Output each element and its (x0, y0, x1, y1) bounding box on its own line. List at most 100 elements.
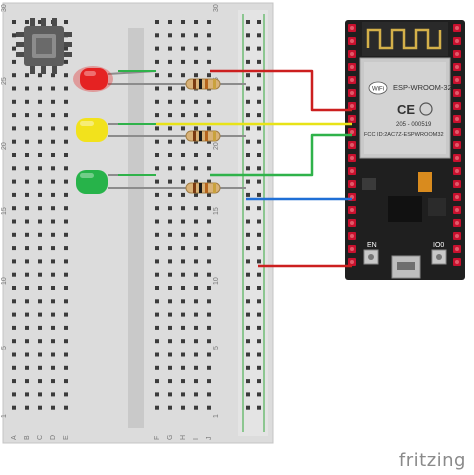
rail-hole (257, 405, 261, 410)
module-name: ESP-WROOM-32 (393, 83, 452, 92)
rail-hole (246, 405, 250, 410)
breadboard-hole (51, 219, 55, 224)
breadboard-hole (51, 339, 55, 344)
breadboard-hole (181, 126, 185, 131)
breadboard-hole (64, 99, 68, 104)
header-pin-hole (350, 182, 354, 186)
breadboard-hole (207, 192, 211, 197)
rail-hole (257, 113, 261, 118)
column-letter-label: F (154, 436, 161, 440)
breadboard-hole (38, 405, 42, 410)
breadboard-hole (207, 179, 211, 184)
row-number-label: 25 (1, 77, 8, 85)
breadboard-hole (25, 73, 29, 78)
breadboard-hole (51, 299, 55, 304)
breadboard-hole (51, 179, 55, 184)
rail-hole (257, 179, 261, 184)
rail-hole (257, 232, 261, 237)
column-letter-label: C (37, 435, 44, 440)
breadboard-hole (51, 259, 55, 264)
rail-hole (246, 86, 250, 91)
header-pin-hole (350, 208, 354, 212)
row-number-label: 20 (1, 142, 8, 150)
breadboard-hole (12, 379, 16, 384)
rail-hole (246, 99, 250, 104)
breadboard-hole (12, 166, 16, 171)
header-pin-hole (350, 260, 354, 264)
breadboard-hole (25, 299, 29, 304)
breadboard-hole (194, 405, 198, 410)
rail-hole (257, 46, 261, 51)
breadboard-hole (12, 325, 16, 330)
breadboard-hole (194, 312, 198, 317)
header-pin-hole (350, 130, 354, 134)
breadboard-hole (181, 113, 185, 118)
row-number-label: 15 (1, 207, 8, 215)
header-pin-hole (455, 65, 459, 69)
breadboard-hole (194, 126, 198, 131)
breadboard-hole (38, 339, 42, 344)
row-number-label: 10 (213, 277, 220, 285)
rail-hole (257, 286, 261, 290)
breadboard-hole (38, 365, 42, 370)
header-pin-hole (350, 52, 354, 56)
breadboard-hole (168, 246, 172, 251)
rail-hole (257, 365, 261, 370)
rail-hole (246, 153, 250, 157)
header-pin-hole (455, 52, 459, 56)
breadboard-hole (51, 192, 55, 197)
rail-hole (257, 259, 261, 264)
header-pin-hole (455, 143, 459, 147)
breadboard-hole (12, 365, 16, 370)
breadboard-hole (64, 325, 68, 330)
header-pin-hole (455, 156, 459, 160)
column-letter-label: H (180, 435, 187, 440)
breadboard-hole (168, 86, 172, 91)
breadboard-hole (51, 153, 55, 157)
regulator-chip (428, 198, 446, 216)
breadboard-hole (168, 166, 172, 171)
breadboard-hole (51, 99, 55, 104)
breadboard-hole (194, 73, 198, 78)
breadboard-hole (51, 272, 55, 277)
breadboard-hole (51, 166, 55, 171)
breadboard-hole (64, 246, 68, 251)
rail-hole (246, 299, 250, 304)
rail-hole (246, 59, 250, 64)
rail-hole (246, 113, 250, 118)
breadboard-hole (25, 339, 29, 344)
breadboard-hole (207, 405, 211, 410)
breadboard-hole (168, 139, 172, 144)
breadboard-hole (168, 219, 172, 224)
breadboard-hole (181, 206, 185, 211)
breadboard-hole (38, 20, 42, 24)
breadboard-hole (12, 139, 16, 144)
column-letter-label: E (63, 435, 70, 440)
breadboard-hole (64, 139, 68, 144)
rail-hole (257, 153, 261, 157)
breadboard-hole (194, 365, 198, 370)
breadboard-hole (207, 272, 211, 277)
breadboard-hole (181, 20, 185, 24)
breadboard-hole (194, 99, 198, 104)
breadboard-hole (181, 392, 185, 397)
breadboard-hole (181, 246, 185, 251)
breadboard-hole (51, 379, 55, 384)
breadboard-hole (155, 232, 159, 237)
breadboard-hole (51, 312, 55, 317)
resistor-3 (185, 182, 246, 194)
rail-hole (257, 59, 261, 64)
breadboard-hole (168, 272, 172, 277)
wifi-badge-icon (368, 81, 388, 95)
breadboard-hole (168, 113, 172, 118)
breadboard-hole (64, 219, 68, 224)
breadboard-hole (155, 113, 159, 118)
breadboard-hole (168, 153, 172, 157)
rail-hole (246, 219, 250, 224)
breadboard-hole (168, 379, 172, 384)
breadboard-hole (38, 392, 42, 397)
breadboard-holes (12, 20, 211, 410)
breadboard-hole (168, 59, 172, 64)
breadboard-hole (25, 246, 29, 251)
